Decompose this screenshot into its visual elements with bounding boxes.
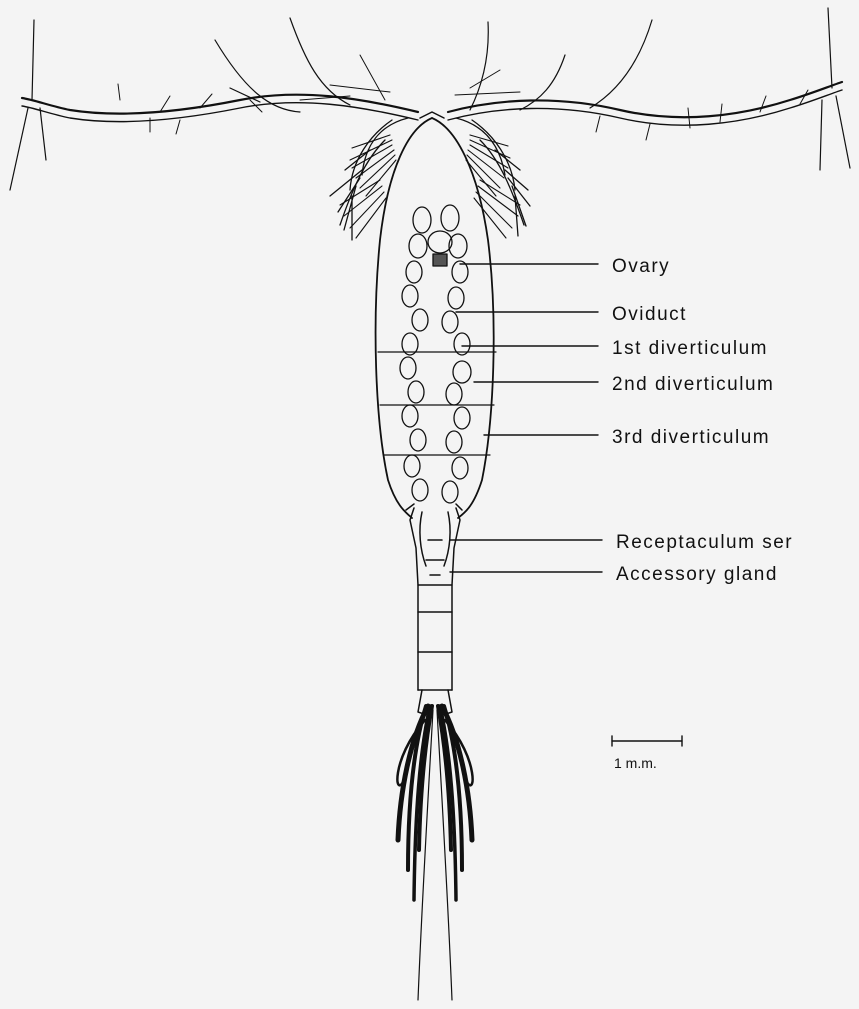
leader-lines bbox=[450, 264, 602, 572]
genital-segment bbox=[406, 504, 462, 585]
label-diverticulum-3: 3rd diverticulum bbox=[612, 427, 770, 448]
left-antenna bbox=[10, 18, 418, 190]
label-oviduct: Oviduct bbox=[612, 304, 687, 325]
label-receptaculum: Receptaculum ser bbox=[616, 532, 793, 553]
reproductive-tract bbox=[400, 205, 471, 503]
scale-bar bbox=[612, 736, 682, 746]
label-ovary: Ovary bbox=[612, 256, 670, 277]
caudal-setae bbox=[397, 706, 472, 1000]
label-diverticulum-2: 2nd diverticulum bbox=[612, 374, 774, 395]
cephalothorax bbox=[376, 112, 496, 518]
ovary-shape bbox=[433, 254, 447, 266]
label-diverticulum-1: 1st diverticulum bbox=[612, 338, 768, 359]
mouthpart-appendages bbox=[330, 118, 530, 240]
scale-bar-label: 1 m.m. bbox=[614, 755, 657, 771]
label-accessory-gland: Accessory gland bbox=[616, 564, 778, 585]
urosome bbox=[418, 585, 452, 716]
